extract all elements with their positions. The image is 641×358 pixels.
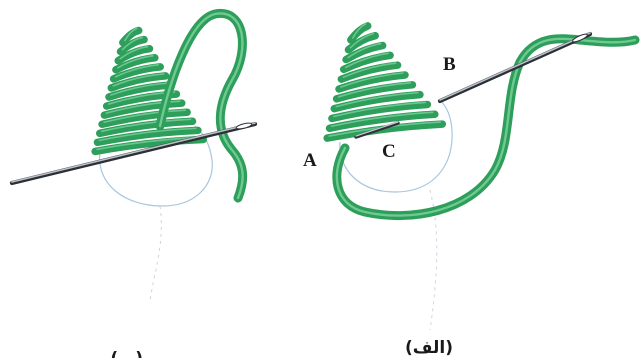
point-label-a: A <box>303 150 317 171</box>
figure-left <box>12 13 255 300</box>
caption-left: (ب) <box>110 349 143 358</box>
left-needle <box>12 122 255 183</box>
right-satin-fill <box>327 24 442 138</box>
figure-right: B A C <box>303 24 635 330</box>
caption-right: (الف) <box>405 338 453 358</box>
point-label-b: B <box>443 54 456 75</box>
left-stem-line <box>150 206 161 300</box>
point-label-c: C <box>382 141 396 162</box>
